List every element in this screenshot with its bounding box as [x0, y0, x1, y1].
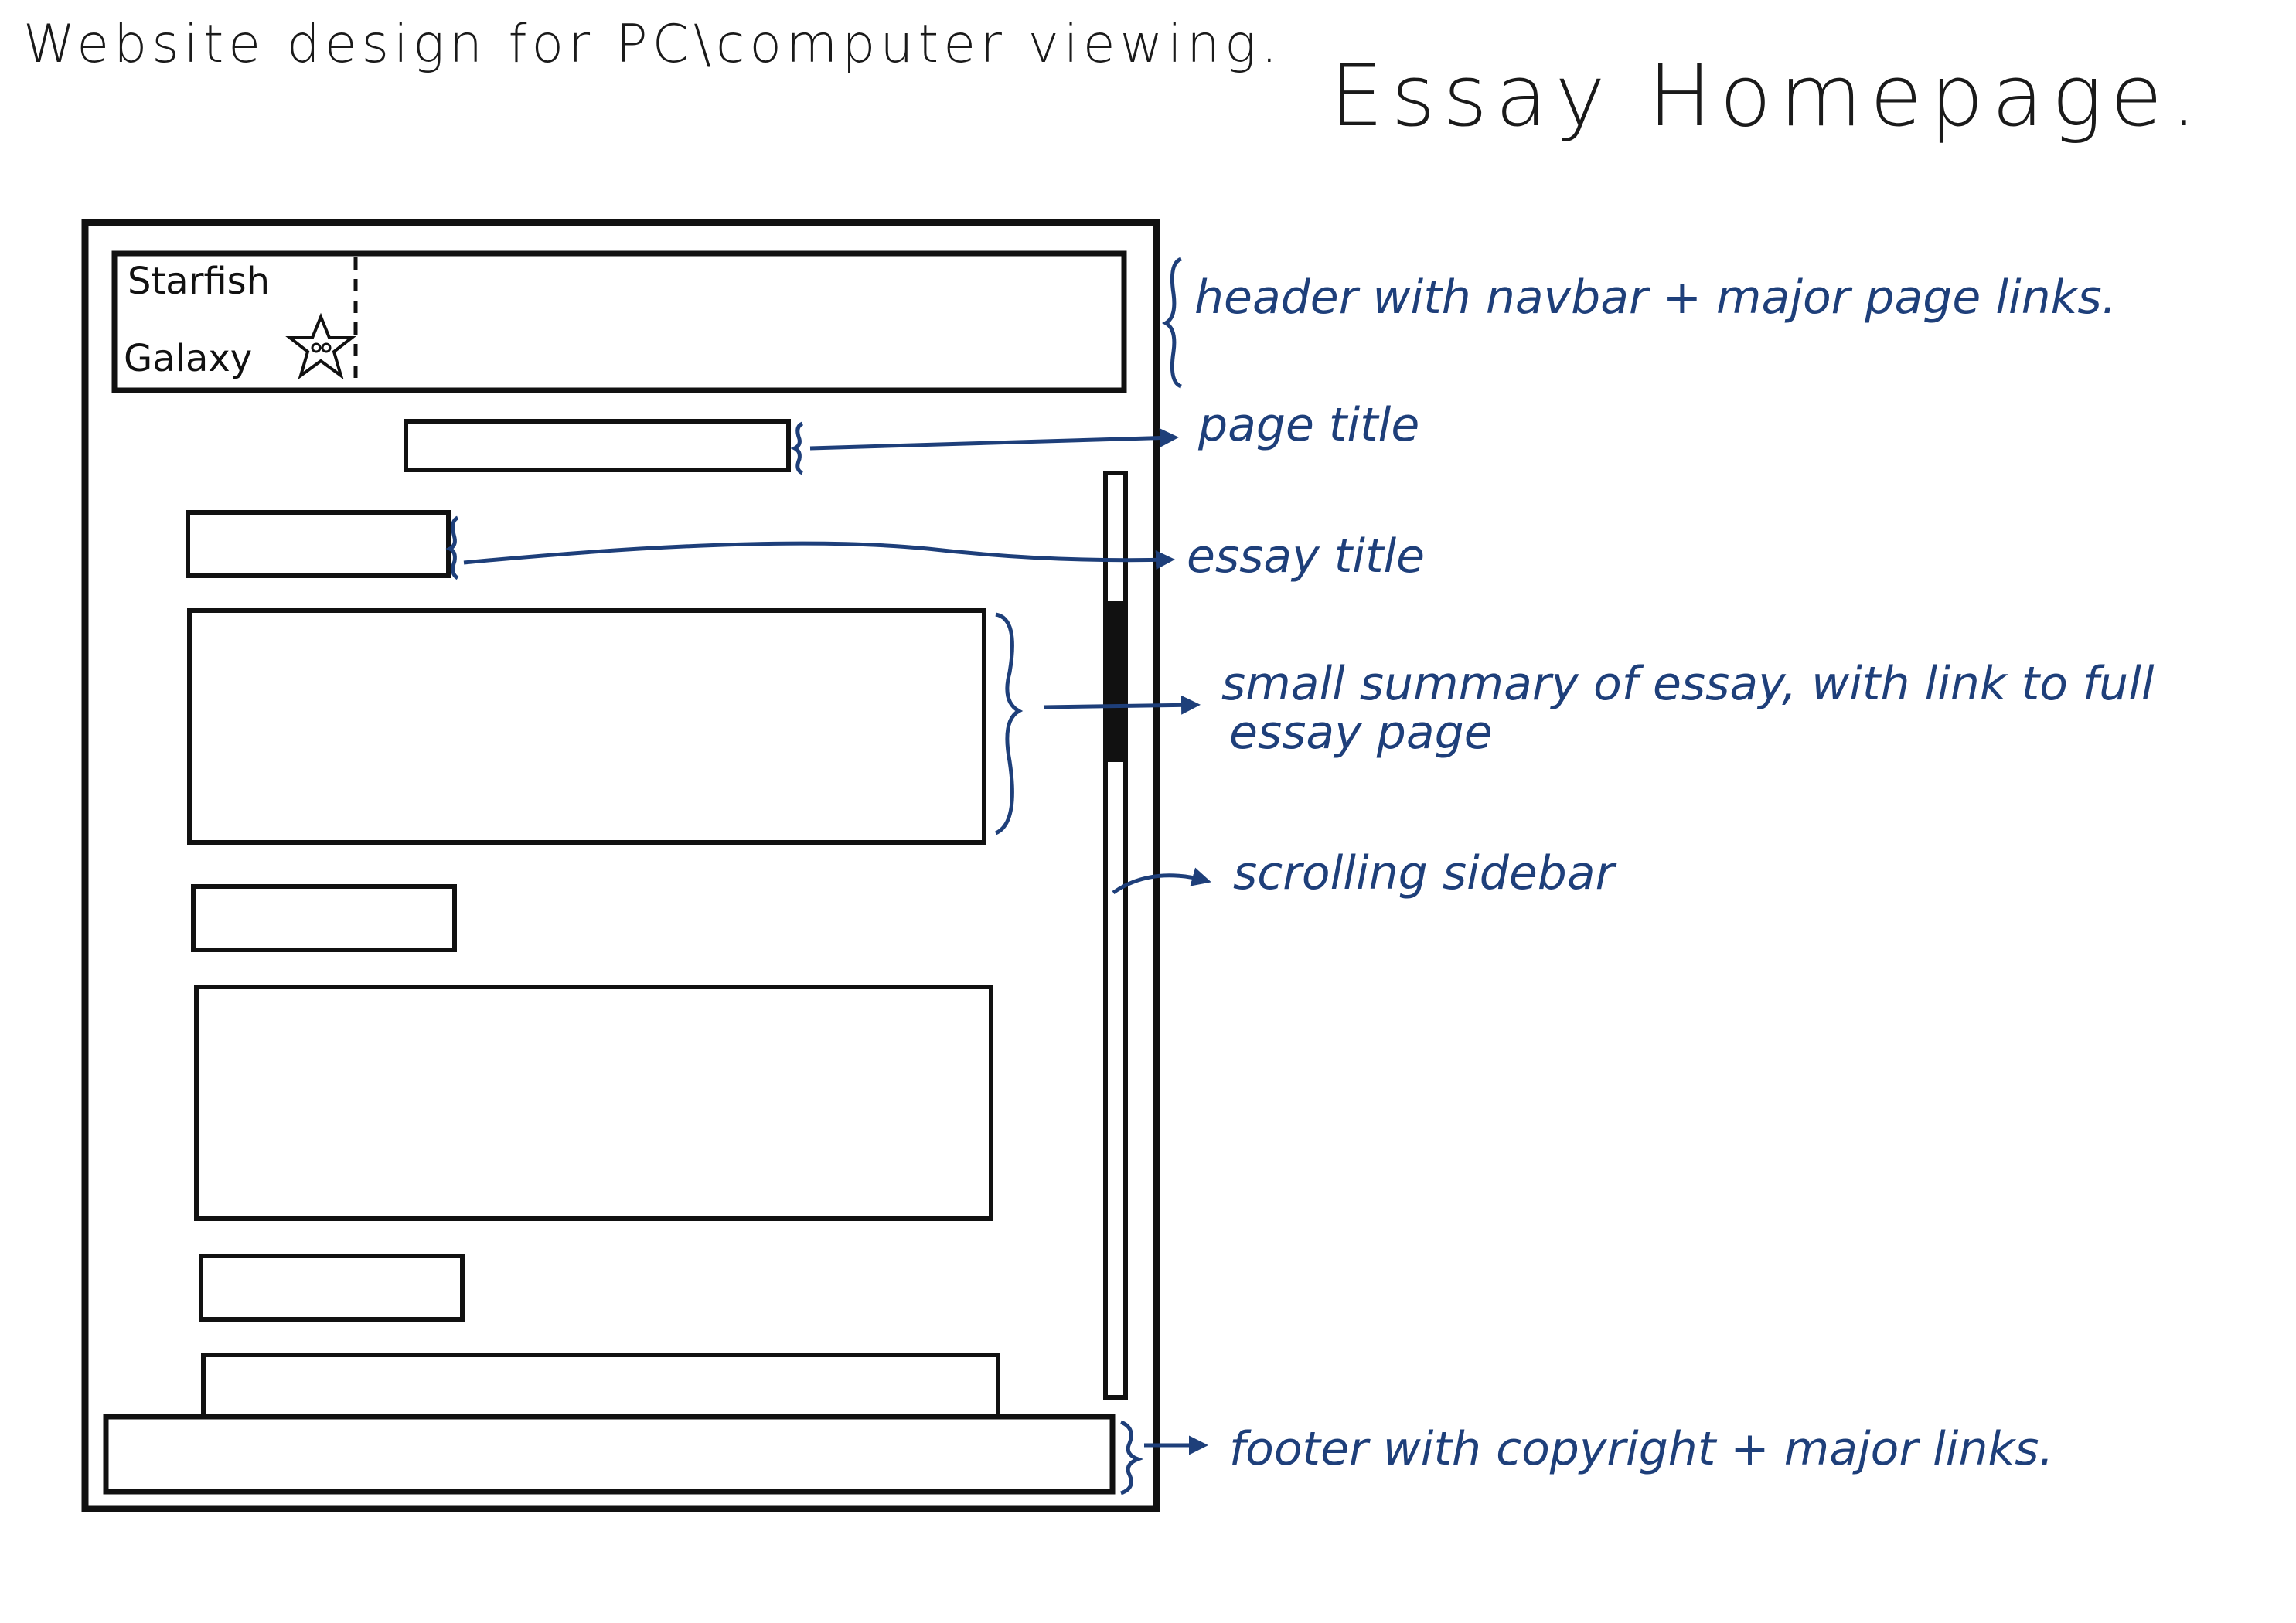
- page-frame: [81, 219, 1160, 1512]
- sidebar-thumb[interactable]: [1105, 601, 1126, 762]
- essay-summary-box-2: [194, 985, 993, 1221]
- footer-annotation: footer with copyright + major links.: [1229, 1422, 2054, 1476]
- essay-title-box-1: [186, 510, 451, 578]
- essay-title-brace: [445, 515, 459, 580]
- header-box: [111, 250, 1127, 393]
- page-title-annotation: page title: [1197, 398, 1419, 452]
- logo-line-1: Starfish: [128, 260, 270, 303]
- essay-title-annotation: essay title: [1187, 529, 1425, 584]
- summary-annotation-line-2: essay page: [1229, 706, 1493, 760]
- summary-arrow: [1043, 695, 1201, 715]
- footer-brace: [1119, 1420, 1144, 1495]
- page-title-arrow: [809, 428, 1179, 451]
- sketch-title: Essay Homepage.: [1330, 46, 2206, 145]
- starfish-logo-icon: [285, 312, 356, 380]
- footer-box: [103, 1414, 1116, 1495]
- essay-summary-box-3: [201, 1352, 1000, 1419]
- essay-summary-box-1: [187, 608, 986, 845]
- page-title-box: [404, 419, 791, 472]
- sidebar-track[interactable]: [1103, 471, 1128, 1400]
- summary-brace: [994, 612, 1024, 835]
- page-title-brace: [790, 421, 804, 475]
- logo-line-2: Galaxy: [124, 337, 252, 380]
- header-brace: [1161, 257, 1183, 389]
- essay-title-box-2: [191, 884, 457, 952]
- essay-title-arrow: [463, 541, 1175, 570]
- essay-title-box-3: [199, 1254, 465, 1322]
- sketch-subtitle: Website design for PC\computer viewing.: [23, 14, 1283, 75]
- sidebar-annotation: scrolling sidebar: [1233, 846, 1617, 900]
- header-annotation: header with navbar + major page links.: [1194, 270, 2117, 325]
- summary-annotation-line-1: small summary of essay, with link to ful…: [1221, 657, 2155, 711]
- sidebar-arrow: [1112, 867, 1211, 895]
